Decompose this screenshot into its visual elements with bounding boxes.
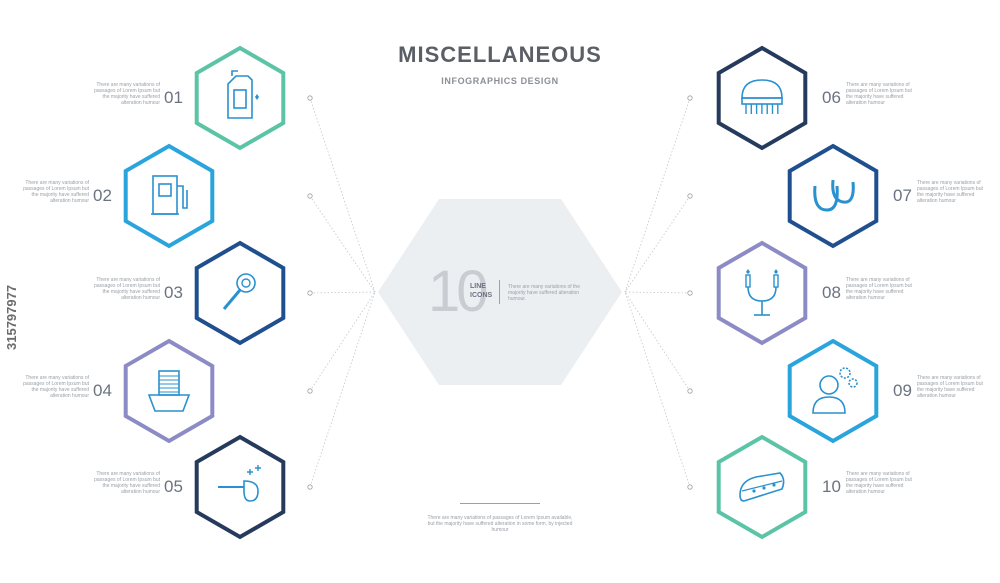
connector-dot — [687, 95, 693, 101]
item-description-10: There are many variations of passages of… — [846, 471, 912, 495]
sandal-icon — [739, 472, 785, 502]
item-hexagon-04 — [123, 338, 215, 444]
center-description: There are many variations of the majorit… — [508, 284, 580, 302]
connector-line — [309, 97, 376, 293]
item-hexagon-05 — [194, 434, 286, 540]
item-description-04: There are many variations of passages of… — [23, 375, 89, 399]
center-hexagon — [378, 199, 622, 385]
connector-line — [624, 291, 691, 488]
connector-dot — [687, 484, 693, 490]
item-number-10: 10 — [822, 477, 841, 496]
hexagon-outline — [194, 240, 286, 346]
connector-dot — [307, 95, 313, 101]
connector-line — [309, 291, 376, 392]
center-icons-label: ICONS — [470, 292, 493, 299]
item-description-07: There are many variations of passages of… — [917, 180, 983, 204]
connector-dot — [307, 193, 313, 199]
jerrycan-icon — [227, 70, 259, 119]
item-number-04: 04 — [93, 381, 112, 400]
item-hexagon-09 — [787, 338, 879, 444]
center-separator — [499, 280, 500, 304]
item-number-07: 07 — [893, 186, 912, 205]
item-hexagons — [123, 45, 879, 540]
connector-line — [309, 195, 376, 293]
candelabra-icon — [745, 269, 779, 316]
item-hexagon-02 — [123, 143, 215, 249]
horseshoes-icon — [813, 179, 855, 212]
item-description-08: There are many variations of passages of… — [846, 277, 912, 301]
connector-line — [624, 291, 691, 392]
item-number-06: 06 — [822, 88, 841, 107]
footer-divider — [460, 503, 540, 504]
connector-lines — [307, 95, 693, 490]
item-number-05: 05 — [164, 477, 183, 496]
connector-dot — [307, 290, 313, 296]
center-line-label: LINE — [470, 283, 486, 290]
laundry-basin-icon — [147, 370, 191, 412]
item-hexagon-10 — [716, 434, 808, 540]
item-description-09: There are many variations of passages of… — [917, 375, 983, 399]
connector-line — [624, 195, 691, 293]
item-description-05: There are many variations of passages of… — [94, 471, 160, 495]
item-hexagon-03 — [194, 240, 286, 346]
item-hexagon-08 — [716, 240, 808, 346]
stock-id-watermark: 315797977 — [4, 284, 19, 350]
connector-dot — [687, 290, 693, 296]
connector-dot — [307, 484, 313, 490]
hexagon-outline — [787, 143, 879, 249]
hexagon-outline — [716, 434, 808, 540]
item-number-09: 09 — [893, 381, 912, 400]
center-line-icons-label: LINE ICONS — [470, 282, 492, 300]
scrub-brush-icon — [741, 79, 783, 114]
item-description-06: There are many variations of passages of… — [846, 82, 912, 106]
thinking-person-icon — [812, 367, 858, 414]
connector-dot — [687, 193, 693, 199]
footer-description: There are many variations of passages of… — [427, 515, 573, 533]
ladle-icon — [218, 465, 261, 502]
page-subtitle: INFOGRAPHICS DESIGN — [441, 76, 559, 86]
connector-dot — [307, 388, 313, 394]
item-number-03: 03 — [164, 283, 183, 302]
item-hexagon-06 — [716, 45, 808, 151]
item-description-01: There are many variations of passages of… — [94, 82, 160, 106]
connector-dot — [687, 388, 693, 394]
item-number-02: 02 — [93, 186, 112, 205]
fuel-station-icon — [151, 175, 188, 215]
hexagon-outline — [194, 45, 286, 151]
item-description-02: There are many variations of passages of… — [23, 180, 89, 204]
connector-line — [624, 291, 691, 294]
item-number-01: 01 — [164, 88, 183, 107]
hexagon-outline — [123, 338, 215, 444]
hexagon-outline — [716, 240, 808, 346]
bubble-wand-icon — [222, 273, 256, 310]
hexagon-outline — [787, 338, 879, 444]
item-hexagon-07 — [787, 143, 879, 249]
center-big-number: 10 — [428, 259, 488, 324]
connector-line — [624, 97, 691, 293]
connector-line — [309, 291, 376, 294]
item-hexagon-01 — [194, 45, 286, 151]
page-title: MISCELLANEOUS — [398, 42, 602, 67]
item-description-03: There are many variations of passages of… — [94, 277, 160, 301]
item-number-08: 08 — [822, 283, 841, 302]
connector-line — [309, 291, 376, 488]
